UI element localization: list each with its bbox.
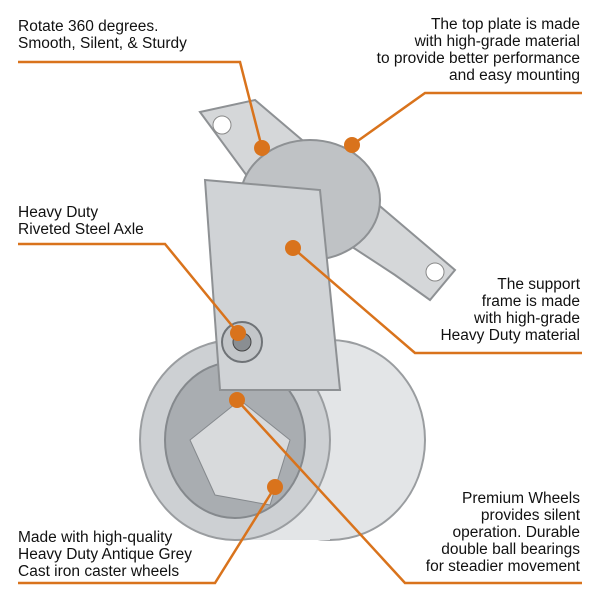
text-line: frame is made — [481, 293, 580, 310]
text-line: Heavy Duty material — [440, 327, 580, 344]
text-line: Heavy Duty — [18, 204, 99, 221]
text-line: with high-grade — [474, 310, 580, 327]
text-line: Smooth, Silent, & Sturdy — [18, 35, 187, 52]
cast-iron-callout-text: Made with high-quality Heavy Duty Antiqu… — [18, 529, 192, 580]
top-plate-callout-text: The top plate is made with high-grade ma… — [377, 16, 580, 84]
top-plate-callout-line — [351, 91, 582, 147]
frame-callout-text: The support frame is made with high-grad… — [440, 276, 580, 344]
axle-callout-line — [18, 242, 239, 334]
text-line: operation. Durable — [452, 524, 580, 541]
text-line: Riveted Steel Axle — [18, 221, 144, 238]
text-line: for steadier movement — [425, 558, 580, 575]
text-line: with high-grade material — [414, 33, 580, 50]
text-line: Cast iron caster wheels — [18, 563, 180, 580]
text-line: Made with high-quality — [18, 529, 173, 546]
text-line: The support — [497, 276, 580, 293]
caster-wheel-image — [139, 98, 457, 541]
rotate-callout-line — [18, 60, 264, 149]
wheels-callout-text: Premium Wheels provides silent operation… — [426, 490, 580, 575]
axle-callout-text: Heavy Duty Riveted Steel Axle — [18, 204, 144, 238]
text-line: Heavy Duty Antique Grey — [18, 546, 193, 563]
callout-dots — [229, 137, 360, 495]
frame-callout-line — [292, 247, 582, 355]
wheels-callout-line — [236, 399, 582, 585]
text-line: double ball bearings — [441, 541, 580, 558]
text-line: The top plate is made — [430, 16, 580, 33]
rotate-callout-text: Rotate 360 degrees. Smooth, Silent, & St… — [18, 18, 187, 52]
text-line: and easy mounting — [449, 67, 580, 84]
callout-lines — [18, 60, 582, 585]
text-line: Rotate 360 degrees. — [18, 18, 159, 35]
cast-iron-callout-line — [18, 486, 277, 585]
text-line: to provide better performance — [376, 50, 580, 67]
text-line: Premium Wheels — [462, 490, 580, 507]
text-line: provides silent — [480, 507, 580, 524]
